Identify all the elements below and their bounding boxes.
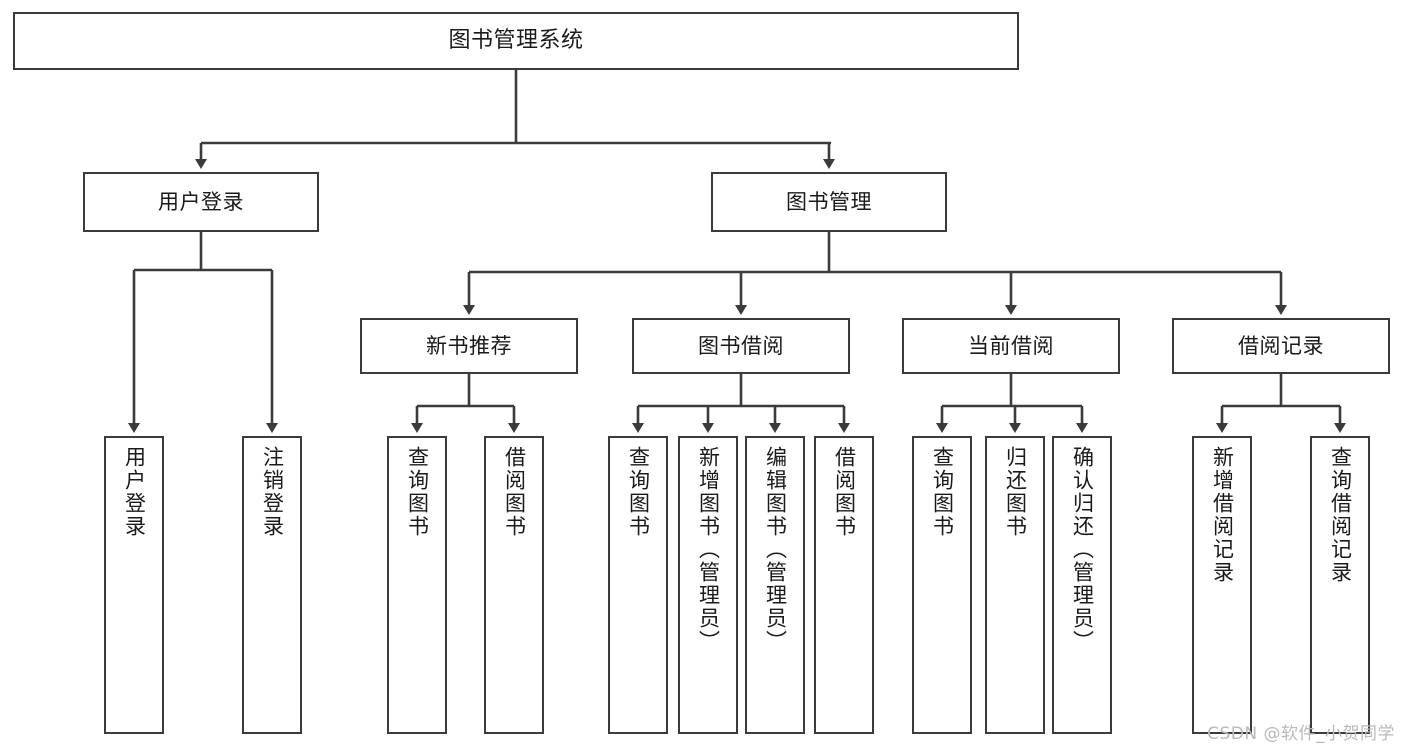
node-leaf-edit-book-label: 编辑图书（管理员）: [763, 446, 788, 653]
node-new-book-rec[interactable]: 新书推荐: [360, 318, 578, 374]
node-leaf-confirm-return-label: 确认归还（管理员）: [1070, 446, 1095, 653]
node-leaf-edit-book[interactable]: 编辑图书（管理员）: [745, 436, 805, 734]
node-leaf-add-book[interactable]: 新增图书（管理员）: [678, 436, 738, 734]
node-leaf-borrow-book-1[interactable]: 借阅图书: [484, 436, 544, 734]
node-new-book-rec-label: 新书推荐: [426, 333, 512, 358]
node-book-manage-label: 图书管理: [786, 189, 872, 214]
node-leaf-query-book-3-label: 查询图书: [930, 446, 955, 538]
watermark-text: CSDN @软件_小贺同学: [1207, 724, 1395, 744]
node-leaf-add-book-label: 新增图书（管理员）: [696, 446, 721, 653]
node-current-borrow-label: 当前借阅: [968, 333, 1054, 358]
node-leaf-query-book-1[interactable]: 查询图书: [387, 436, 447, 734]
node-borrow-record-label: 借阅记录: [1238, 333, 1324, 358]
node-leaf-borrow-book-2-label: 借阅图书: [832, 446, 857, 538]
node-leaf-query-book-3[interactable]: 查询图书: [912, 436, 972, 734]
node-root[interactable]: 图书管理系统: [13, 12, 1019, 70]
node-leaf-confirm-return[interactable]: 确认归还（管理员）: [1052, 436, 1112, 734]
node-leaf-query-record-label: 查询借阅记录: [1328, 446, 1353, 584]
node-leaf-add-record[interactable]: 新增借阅记录: [1192, 436, 1252, 734]
node-leaf-logout-label: 注销登录: [260, 446, 285, 538]
node-leaf-query-record[interactable]: 查询借阅记录: [1310, 436, 1370, 734]
node-leaf-user-login[interactable]: 用户登录: [104, 436, 164, 734]
node-current-borrow[interactable]: 当前借阅: [902, 318, 1120, 374]
node-user-login-label: 用户登录: [158, 189, 244, 214]
node-leaf-return-book[interactable]: 归还图书: [985, 436, 1045, 734]
node-leaf-query-book-2[interactable]: 查询图书: [608, 436, 668, 734]
node-leaf-query-book-1-label: 查询图书: [405, 446, 430, 538]
node-root-label: 图书管理系统: [448, 27, 584, 53]
node-leaf-add-record-label: 新增借阅记录: [1210, 446, 1235, 584]
node-borrow-record[interactable]: 借阅记录: [1172, 318, 1390, 374]
node-book-borrow[interactable]: 图书借阅: [632, 318, 850, 374]
node-leaf-logout[interactable]: 注销登录: [242, 436, 302, 734]
node-book-manage[interactable]: 图书管理: [711, 172, 947, 232]
node-book-borrow-label: 图书借阅: [698, 333, 784, 358]
node-leaf-borrow-book-2[interactable]: 借阅图书: [814, 436, 874, 734]
node-leaf-user-login-label: 用户登录: [122, 446, 147, 538]
node-user-login[interactable]: 用户登录: [83, 172, 319, 232]
node-leaf-return-book-label: 归还图书: [1003, 446, 1028, 538]
node-leaf-query-book-2-label: 查询图书: [626, 446, 651, 538]
node-leaf-borrow-book-1-label: 借阅图书: [502, 446, 527, 538]
